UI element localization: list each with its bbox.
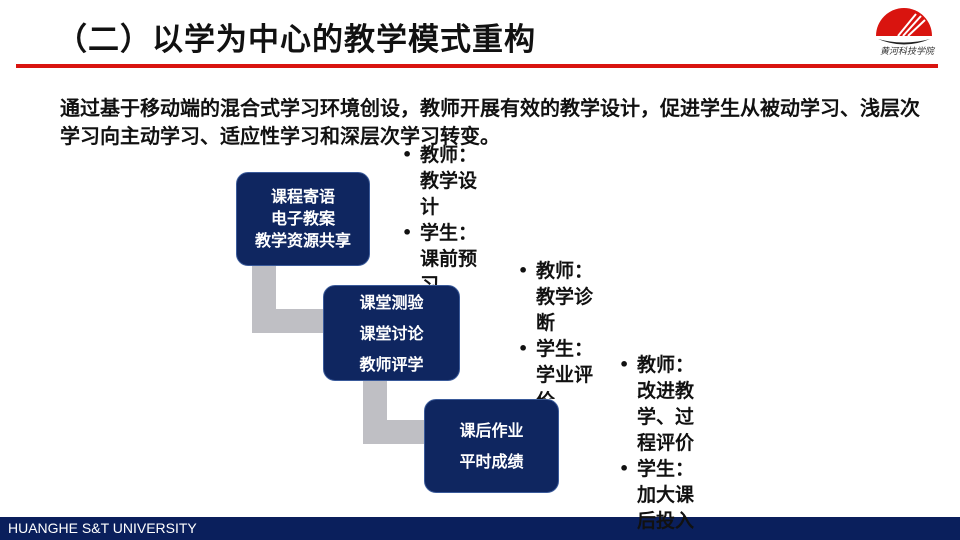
box-line: 平时成绩 — [459, 452, 524, 471]
footer-bar: HUANGHE S&T UNIVERSITY — [0, 517, 960, 540]
student-note: 学生：加大课后投入 — [619, 456, 707, 534]
teacher-note: 教师：教学诊断 — [518, 258, 606, 336]
intro-text: 通过基于移动端的混合式学习环境创设，教师开展有效的教学设计，促进学生从被动学习、… — [60, 96, 920, 148]
box-line: 教学资源共享 — [254, 231, 351, 250]
box-line: 电子教案 — [270, 209, 335, 228]
page-title: （二）以学为中心的教学模式重构 — [56, 22, 536, 58]
university-logo — [876, 8, 932, 45]
pre-class-box: 课程寄语 电子教案 教学资源共享 — [236, 172, 370, 266]
teacher-note: 教师：改进教学、过程评价 — [619, 352, 707, 456]
box-line: 课程寄语 — [270, 187, 335, 206]
box-line: 课堂测验 — [359, 292, 424, 312]
box-line: 课堂讨论 — [359, 323, 424, 343]
box-line: 课后作业 — [459, 421, 524, 440]
notes-after-class: 教师：改进教学、过程评价 学生：加大课后投入 — [617, 352, 707, 540]
after-class-box: 课后作业 平时成绩 — [424, 399, 559, 493]
box-line: 教师评学 — [359, 354, 424, 374]
notes-pre-class: 教师：教学设计 学生：课前预习 — [400, 142, 490, 285]
student-note: 学生：课前预习 — [402, 220, 490, 285]
title-divider — [16, 64, 938, 68]
teacher-note: 教师：教学设计 — [402, 142, 490, 220]
connector-arrow — [252, 309, 324, 333]
student-note: 学生：学业评价 — [518, 336, 606, 399]
logo-text: 黄河科技学院 — [880, 47, 935, 57]
notes-in-class: 教师：教学诊断 学生：学业评价 — [516, 258, 606, 399]
in-class-box: 课堂测验 课堂讨论 教师评学 — [323, 285, 460, 381]
connector-arrow — [363, 420, 425, 444]
